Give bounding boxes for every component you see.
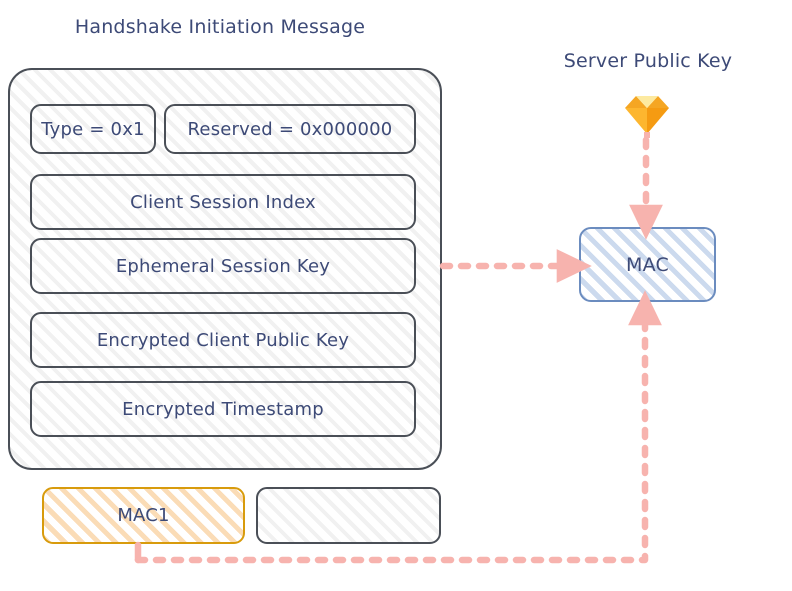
field-client-session-index[interactable]: Client Session Index	[30, 174, 416, 230]
field-encrypted-timestamp[interactable]: Encrypted Timestamp	[30, 381, 416, 437]
field-type[interactable]: Type = 0x1	[30, 104, 156, 154]
field-mac1[interactable]: MAC1	[42, 487, 245, 544]
field-reserved[interactable]: Reserved = 0x000000	[164, 104, 416, 154]
field-mac2-empty[interactable]	[256, 487, 441, 544]
field-ephemeral-session-key[interactable]: Ephemeral Session Key	[30, 238, 416, 294]
handshake-message-title: Handshake Initiation Message	[74, 16, 366, 38]
server-public-key-title: Server Public Key	[563, 50, 733, 72]
gem-icon	[624, 92, 670, 138]
field-encrypted-client-public-key[interactable]: Encrypted Client Public Key	[30, 312, 416, 368]
mac-function-block[interactable]: MAC	[579, 227, 716, 302]
